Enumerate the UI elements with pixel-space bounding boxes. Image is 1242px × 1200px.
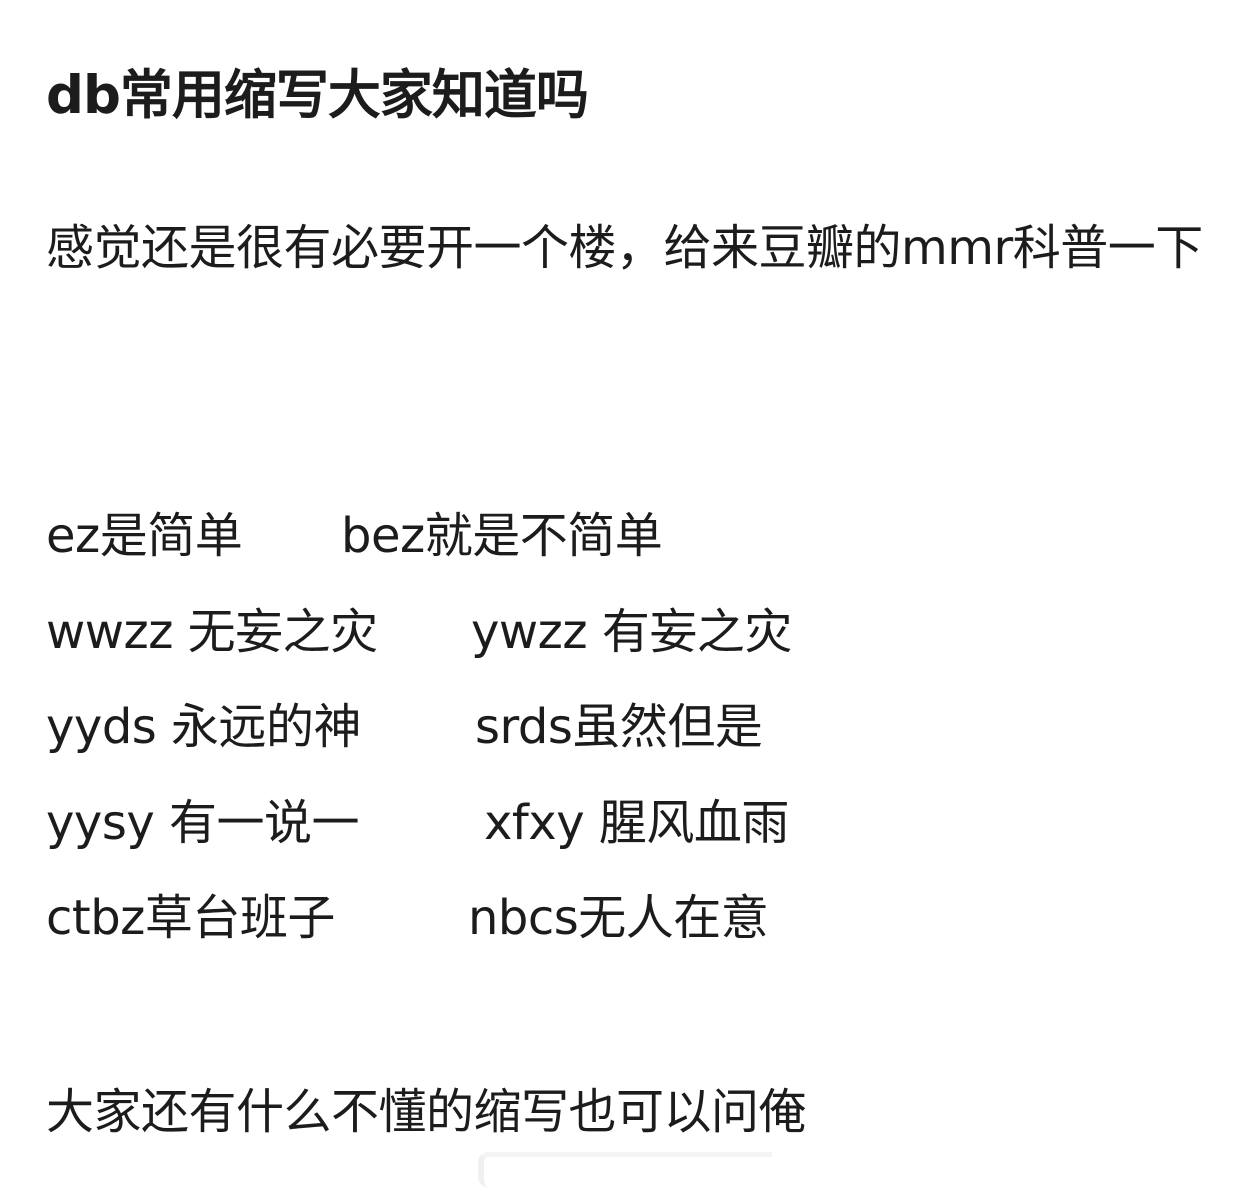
abbreviation-left: ez是简单: [46, 508, 243, 564]
abbreviation-right: bez就是不简单: [341, 508, 663, 564]
abbreviation-left: yysy 有一说一: [46, 795, 360, 851]
post-closing: 大家还有什么不懂的缩写也可以问俺: [46, 1084, 807, 1140]
abbreviation-row: yyds 永远的神 srds虽然但是: [0, 679, 1242, 775]
abbreviation-right: nbcs无人在意: [468, 890, 769, 946]
abbreviation-left: wwzz 无妄之灾: [46, 604, 378, 660]
abbreviation-row: yysy 有一说一 xfxy 腥风血雨: [0, 775, 1242, 871]
post-title: db常用缩写大家知道吗: [46, 65, 589, 126]
abbreviation-right: ywzz 有妄之灾: [471, 604, 792, 660]
abbreviation-left: yyds 永远的神: [46, 699, 362, 755]
faint-watermark-artifact: [478, 1152, 772, 1187]
abbreviation-right: srds虽然但是: [475, 699, 763, 755]
abbreviation-right: xfxy 腥风血雨: [484, 795, 789, 851]
abbreviation-left: ctbz草台班子: [46, 890, 335, 946]
abbreviation-row: ez是简单 bez就是不简单: [0, 488, 1242, 584]
abbreviation-row: wwzz 无妄之灾 ywzz 有妄之灾: [0, 584, 1242, 680]
post-intro: 感觉还是很有必要开一个楼，给来豆瓣的mmr科普一下: [46, 220, 1203, 276]
abbreviation-row: ctbz草台班子 nbcs无人在意: [0, 870, 1242, 966]
